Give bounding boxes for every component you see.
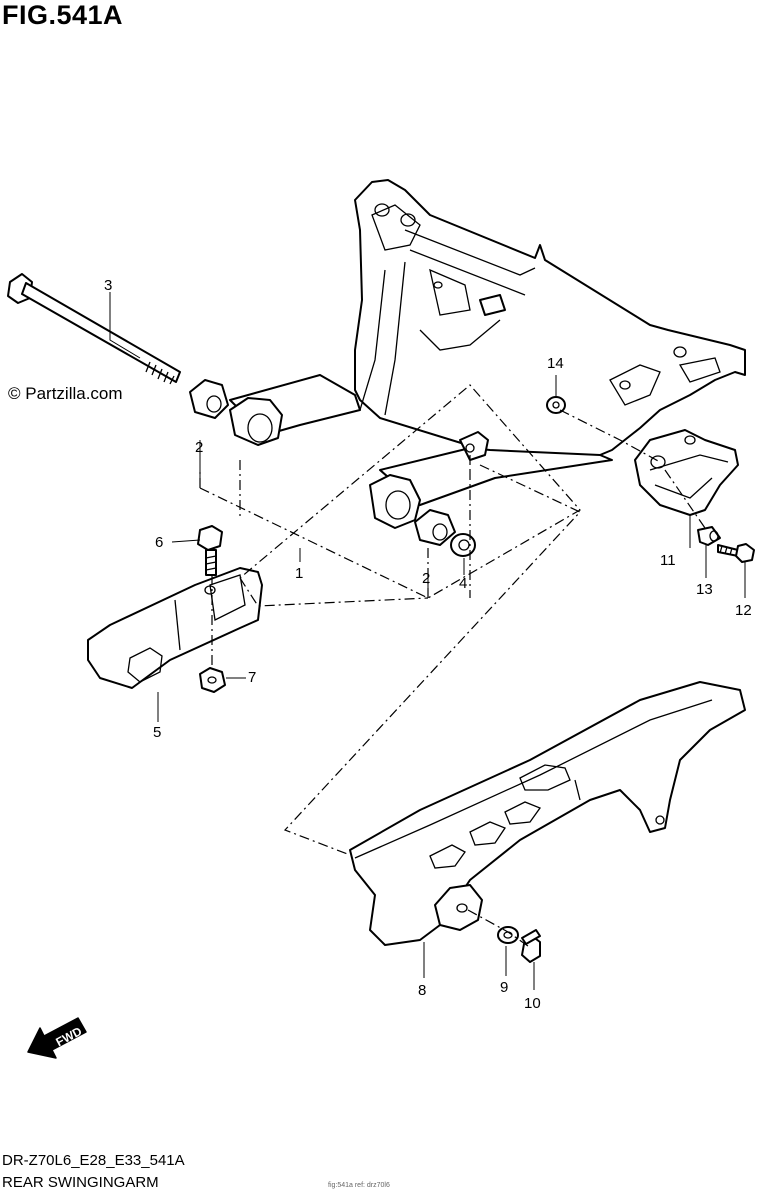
bolt-10[interactable]: [521, 929, 541, 963]
collar-upper[interactable]: [189, 379, 229, 419]
figure-title: FIG.541A: [2, 0, 124, 30]
pivot-bolt[interactable]: [7, 273, 181, 385]
chain-case[interactable]: [349, 681, 746, 946]
callout-13: 13: [696, 581, 713, 598]
callout-9: 9: [500, 979, 508, 996]
swingarm-arms[interactable]: [229, 374, 613, 529]
bush[interactable]: [450, 533, 476, 557]
swingarm-frame[interactable]: [354, 179, 746, 456]
leader-lines: [109, 292, 746, 990]
nut-7[interactable]: [199, 667, 226, 693]
collar-lower[interactable]: [414, 509, 456, 546]
chain-buffer[interactable]: [87, 567, 263, 689]
callout-6: 6: [155, 534, 163, 551]
callout-2a: 2: [195, 439, 203, 456]
bolt-12[interactable]: [717, 543, 755, 563]
callout-1: 1: [295, 565, 303, 582]
callout-10: 10: [524, 995, 541, 1012]
fine-print: fig:541a ref: drz70l6: [328, 1182, 390, 1189]
watermark-text: © Partzilla.com: [8, 384, 123, 403]
fwd-arrow-icon: FWD: [27, 1017, 87, 1059]
bolt-6[interactable]: [197, 525, 223, 576]
figure-code: DR-Z70L6_E28_E33_541A: [2, 1152, 185, 1169]
callout-5: 5: [153, 724, 161, 741]
callout-12: 12: [735, 602, 752, 619]
figure-name: REAR SWINGINGARM: [2, 1174, 159, 1191]
chain-guide[interactable]: [634, 429, 739, 516]
callout-8: 8: [418, 982, 426, 999]
callout-4: 4: [459, 575, 467, 592]
callout-3: 3: [104, 277, 112, 294]
callout-2b: 2: [422, 570, 430, 587]
collar-9[interactable]: [497, 926, 519, 944]
nut-14[interactable]: [546, 396, 566, 414]
callout-7: 7: [248, 669, 256, 686]
spacer-13[interactable]: [697, 526, 721, 546]
callout-11: 11: [660, 552, 676, 569]
callout-14: 14: [547, 355, 564, 372]
assembly-lines: [199, 384, 706, 947]
